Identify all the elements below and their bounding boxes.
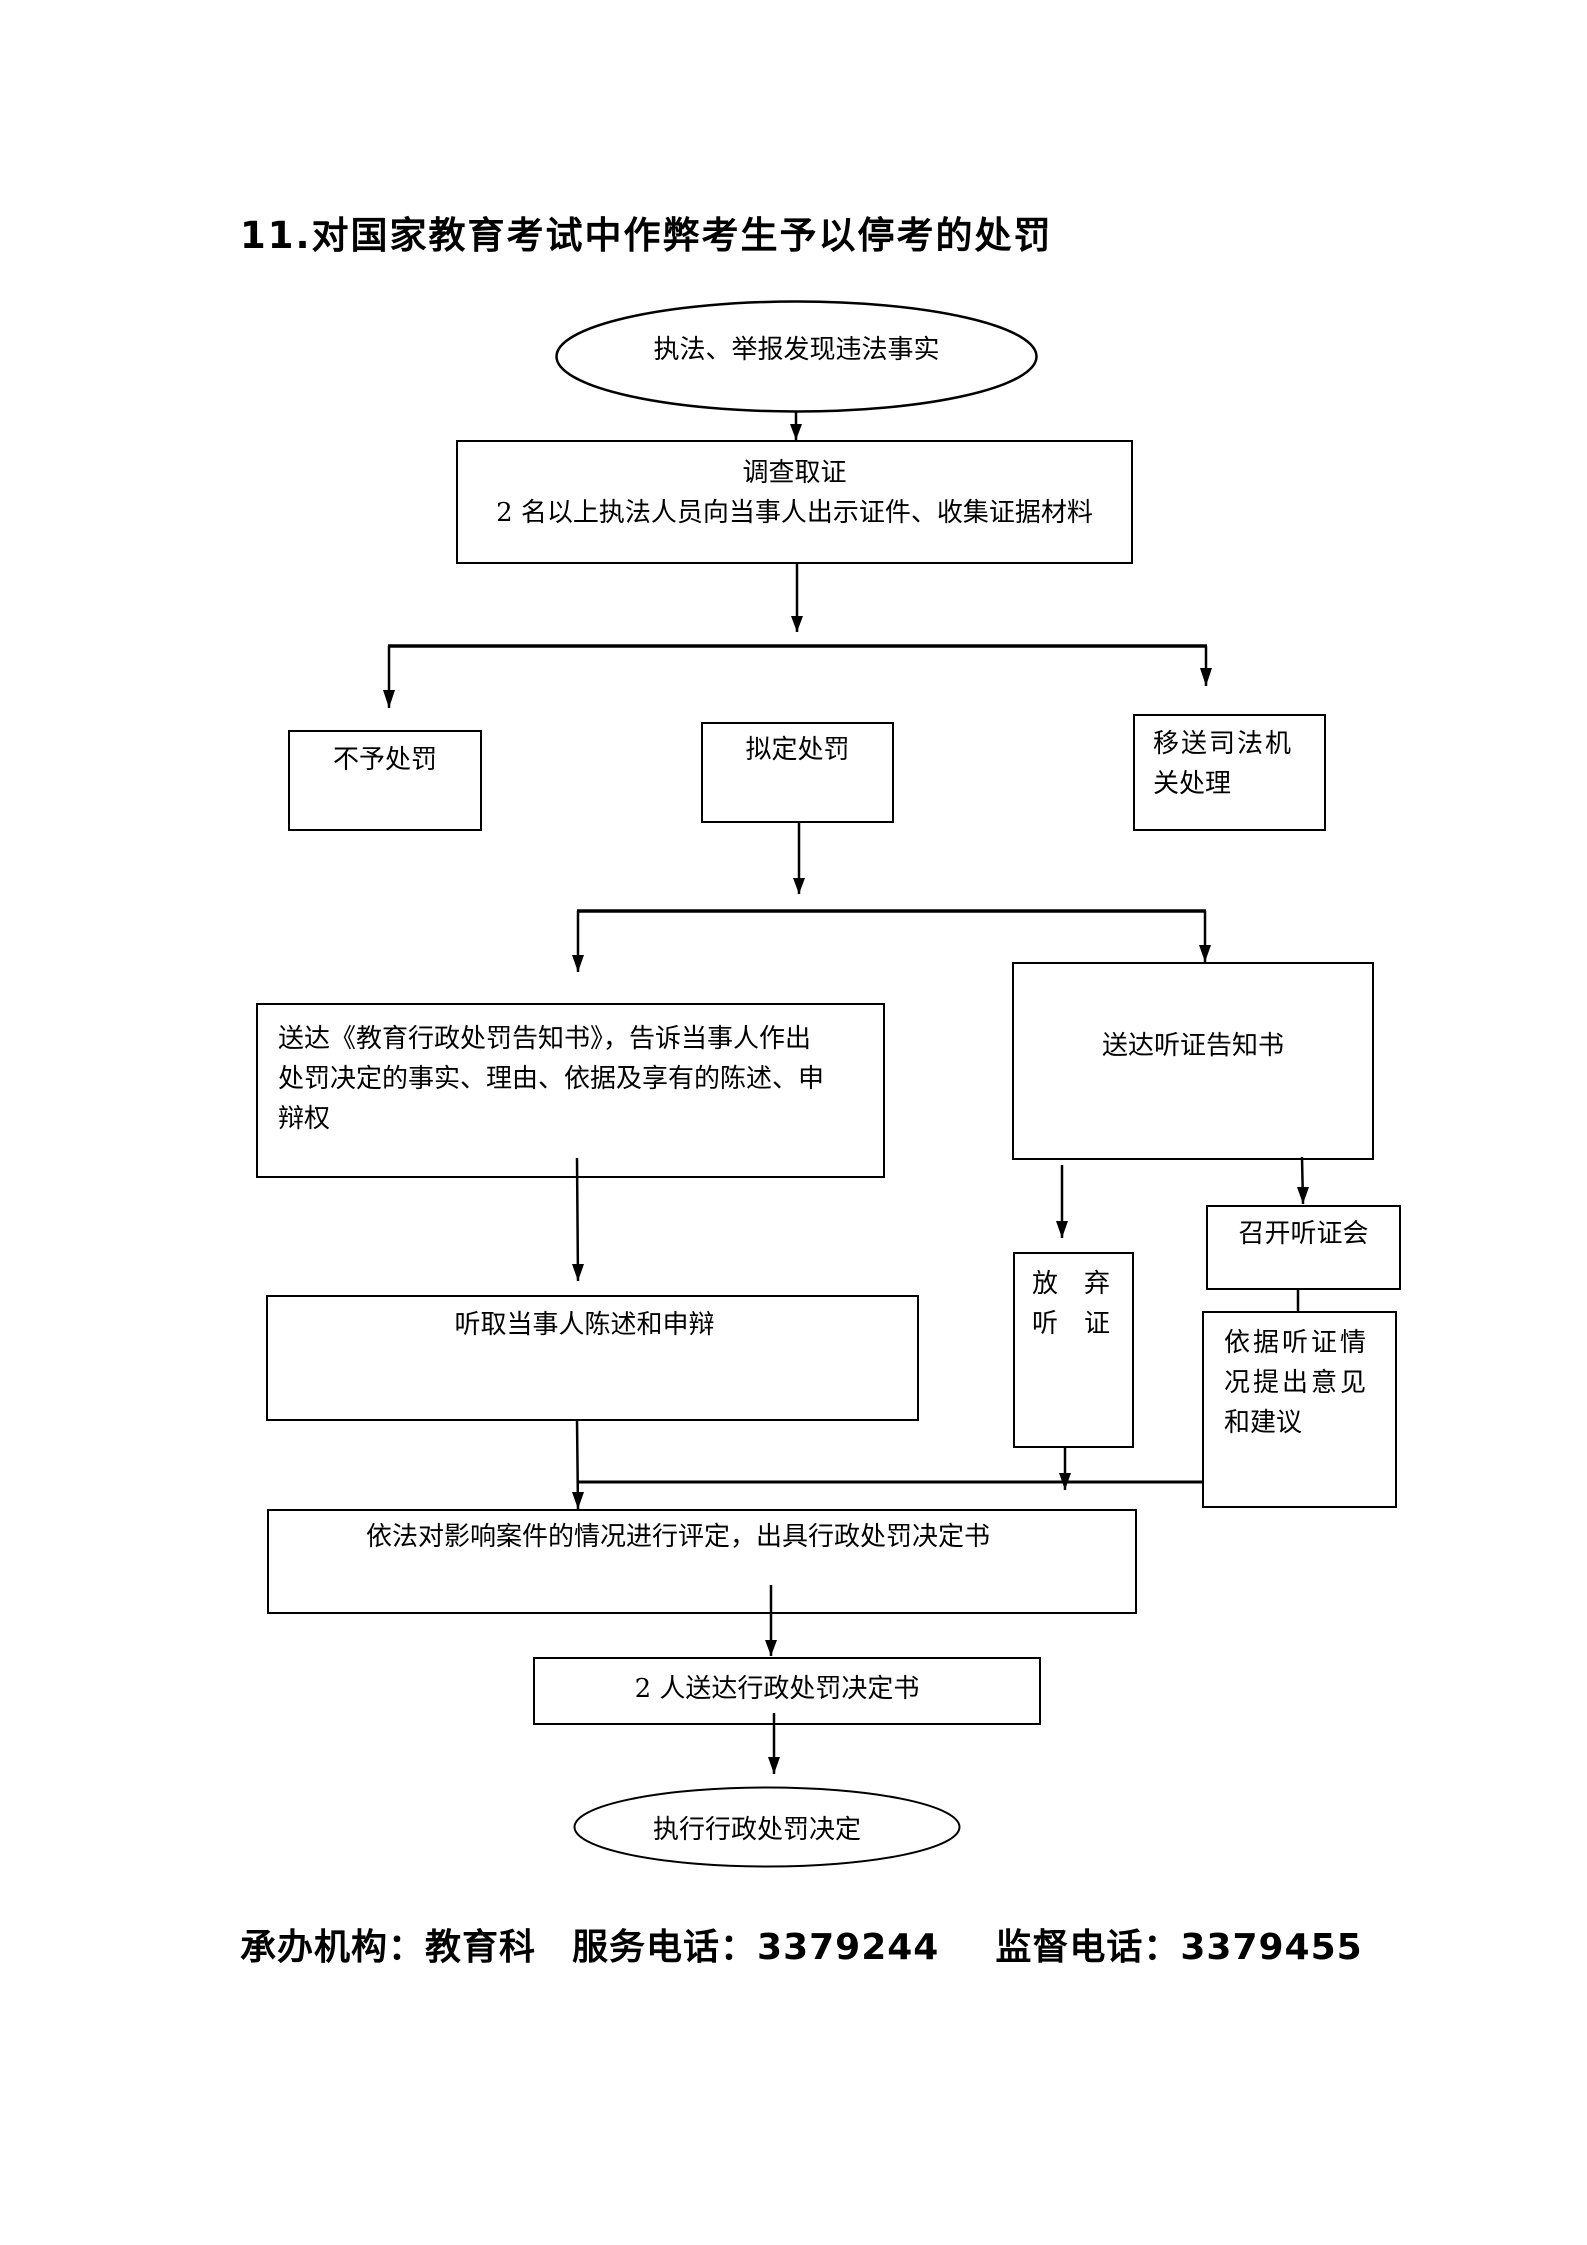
deliver-decision-box: 2 人送达行政处罚决定书 xyxy=(533,1657,1041,1725)
listen-statement-label: 听取当事人陈述和申辩 xyxy=(454,1310,715,1340)
opinion-line-1: 依据听证情 xyxy=(1224,1328,1370,1358)
notice-line-3: 辩权 xyxy=(278,1104,331,1134)
footer-org: 承办机构：教育科 xyxy=(240,1927,537,1968)
no-penalty-box: 不予处罚 xyxy=(288,730,482,831)
deliver-decision-label: 2 人送达行政处罚决定书 xyxy=(634,1674,920,1704)
hold-hearing-label: 召开听证会 xyxy=(1238,1219,1369,1249)
execute-node: 执行行政处罚决定 xyxy=(573,1786,961,1868)
penalty-notice-box: 送达《教育行政处罚告知书》，告诉当事人作出 处罚决定的事实、理由、依据及享有的陈… xyxy=(256,1003,885,1178)
hearing-opinion-box: 依据听证情 况提出意见 和建议 xyxy=(1202,1311,1397,1508)
start-node-label: 执法、举报发现违法事实 xyxy=(653,335,940,365)
investigate-box: 调查取证 2 名以上执法人员向当事人出示证件、收集证据材料 xyxy=(456,440,1133,564)
listen-statement-box: 听取当事人陈述和申辩 xyxy=(266,1295,919,1421)
propose-penalty-label: 拟定处罚 xyxy=(745,735,850,765)
start-node: 执法、举报发现违法事实 xyxy=(555,300,1038,413)
opinion-line-2: 况提出意见 xyxy=(1224,1368,1370,1398)
opinion-line-3: 和建议 xyxy=(1224,1408,1303,1438)
transfer-line-1: 移送司法机 xyxy=(1153,729,1294,759)
transfer-judicial-box: 移送司法机 关处理 xyxy=(1133,714,1326,831)
transfer-line-2: 关处理 xyxy=(1153,769,1232,799)
waive-line-2: 听 证 xyxy=(1032,1309,1111,1339)
waive-line-1: 放 弃 xyxy=(1032,1269,1111,1299)
hearing-notice-box: 送达听证告知书 xyxy=(1012,962,1374,1160)
evaluate-box: 依法对影响案件的情况进行评定，出具行政处罚决定书 xyxy=(267,1509,1137,1614)
investigate-detail: 2 名以上执法人员向当事人出示证件、收集证据材料 xyxy=(496,498,1093,528)
hold-hearing-box: 召开听证会 xyxy=(1206,1205,1401,1290)
hearing-notice-label: 送达听证告知书 xyxy=(1101,1031,1284,1061)
footer-service-phone: 服务电话：3379244 xyxy=(572,1927,940,1968)
arrow-notice-to-listen xyxy=(575,1157,580,1282)
waive-hearing-box: 放 弃 听 证 xyxy=(1013,1252,1134,1448)
evaluate-label: 依法对影响案件的情况进行评定，出具行政处罚决定书 xyxy=(366,1522,991,1552)
propose-penalty-box: 拟定处罚 xyxy=(701,722,894,823)
notice-line-2: 处罚决定的事实、理由、依据及享有的陈述、申 xyxy=(278,1064,825,1094)
notice-line-1: 送达《教育行政处罚告知书》，告诉当事人作出 xyxy=(278,1024,812,1054)
investigate-title: 调查取证 xyxy=(742,458,847,488)
footer-supervise-phone: 监督电话：3379455 xyxy=(995,1927,1363,1968)
page-title: 11.对国家教育考试中作弊考生予以停考的处罚 xyxy=(240,214,1053,257)
no-penalty-label: 不予处罚 xyxy=(332,745,437,775)
arrowhead xyxy=(790,424,802,440)
footer-contact: 承办机构：教育科服务电话：3379244 监督电话：3379455 xyxy=(240,1918,1363,1970)
execute-node-label: 执行行政处罚决定 xyxy=(652,1814,861,1845)
